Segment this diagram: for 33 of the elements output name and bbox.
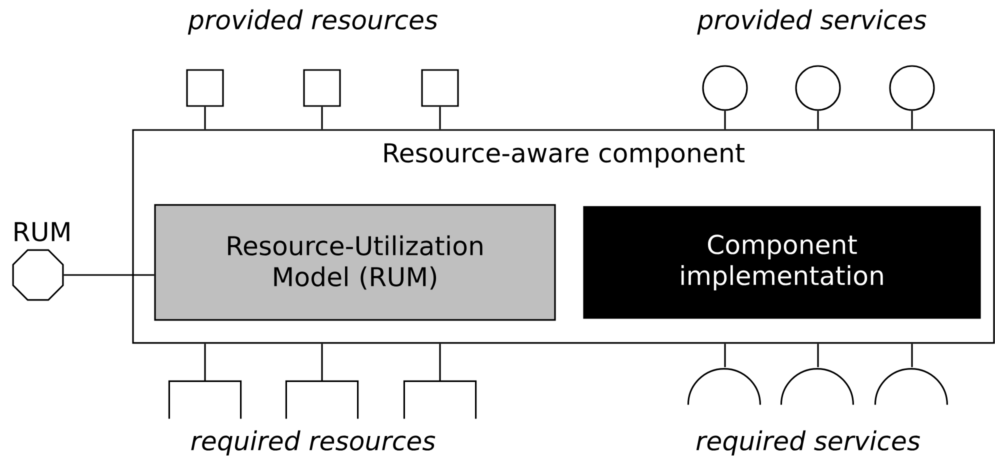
port-label: RUM xyxy=(14,222,70,242)
resource-square xyxy=(421,69,459,107)
connector-line xyxy=(321,344,323,382)
service-circle xyxy=(889,65,935,111)
resource-socket xyxy=(403,380,477,419)
group-caption: provided resources xyxy=(188,9,438,35)
service-socket xyxy=(780,368,854,405)
resource-socket xyxy=(168,380,242,419)
connector-line xyxy=(204,344,206,382)
resource-square xyxy=(303,69,341,107)
connector-line xyxy=(724,110,726,130)
resource-square xyxy=(186,69,224,107)
group-caption: required resources xyxy=(191,430,436,456)
connector-line xyxy=(321,106,323,130)
connector-line xyxy=(439,106,441,130)
connector-line xyxy=(817,110,819,130)
connector-line xyxy=(64,274,154,276)
service-socket xyxy=(687,368,761,405)
resource-socket xyxy=(285,380,359,419)
model-box: Resource-Utilization Model (RUM) xyxy=(154,204,556,321)
service-circle xyxy=(702,65,748,111)
connector-line xyxy=(817,344,819,368)
group-caption: provided services xyxy=(697,9,926,35)
service-circle xyxy=(795,65,841,111)
connector-line xyxy=(439,344,441,382)
connector-line xyxy=(204,106,206,130)
connector-line xyxy=(911,110,913,130)
group-caption: required services xyxy=(696,430,920,456)
connector-line xyxy=(724,344,726,368)
connector-line xyxy=(911,344,913,368)
implementation-box: Component implementation xyxy=(583,206,981,319)
service-socket xyxy=(874,368,948,405)
octagon-port xyxy=(12,249,64,301)
